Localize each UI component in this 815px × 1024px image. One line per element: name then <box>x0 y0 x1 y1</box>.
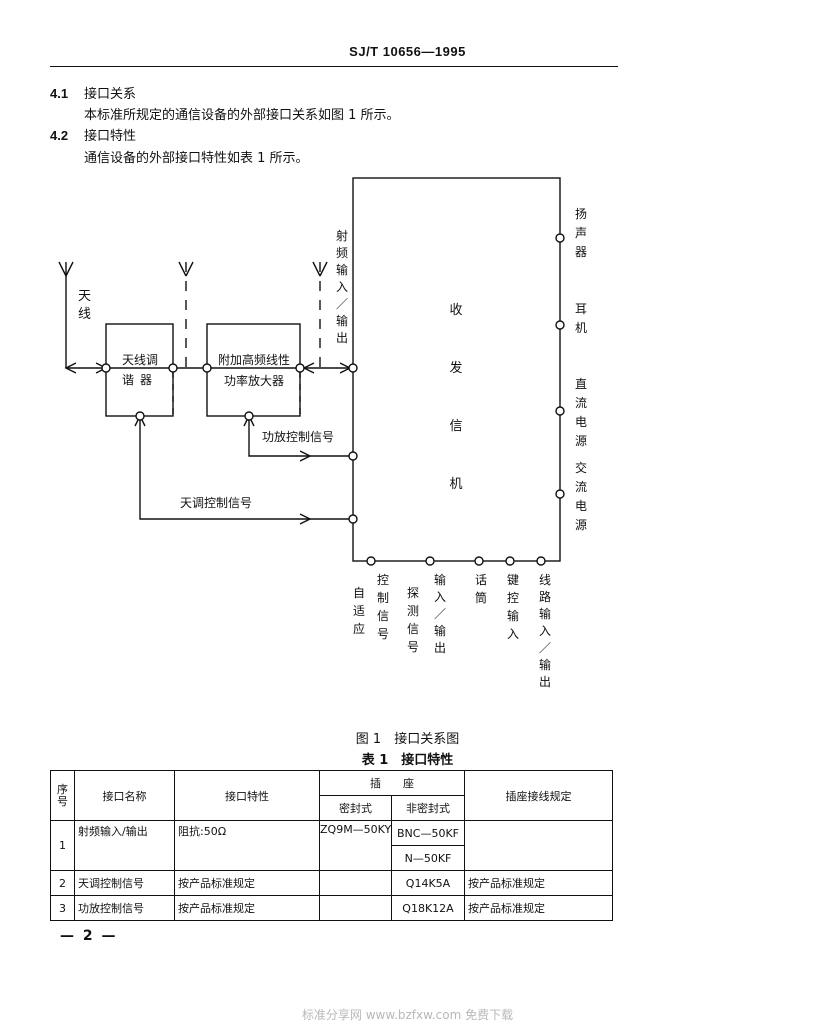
tuner-label-2: 谐器 <box>122 373 158 387</box>
port-circle <box>536 556 546 566</box>
cell-name: 功放控制信号 <box>74 895 175 921</box>
cell-characteristic: 按产品标准规定 <box>174 870 320 896</box>
interface-diagram: 收发信机 天线 天线调 谐器 附加高频线性 功率放大器 射频输入／输出 功放控制… <box>58 177 587 689</box>
amp-control-line <box>248 416 353 457</box>
cell-sealed <box>319 870 392 896</box>
cell-unsealed: BNC—50KF <box>391 820 465 846</box>
amp-label-2: 功率放大器 <box>224 373 284 388</box>
cell-wiring: 按产品标准规定 <box>464 895 613 921</box>
port-label-microphone: 话筒 <box>475 573 487 605</box>
tuner-label-1: 天线调 <box>122 353 158 367</box>
arrow-left-icon <box>64 362 77 374</box>
document-code: SJ/T 10656—1995 <box>349 44 466 59</box>
rf-io-label: 射频输入／输出 <box>336 228 348 345</box>
port-label-control-signal: 控制信号 <box>377 573 389 641</box>
port-circle <box>348 363 358 373</box>
table-row: 1 射频输入/输出 阻抗:50Ω ZQ9M—50KY BNC—50KF <box>50 820 613 871</box>
header-wiring: 插座接线规定 <box>464 770 613 821</box>
section-heading-4-1: 4.1 接口关系 <box>50 83 136 102</box>
port-label-adaptive: 自适应 <box>353 586 365 636</box>
port-circle <box>348 514 358 524</box>
antenna-1-icon <box>58 261 74 368</box>
tuner-control-label: 天调控制信号 <box>180 496 252 510</box>
section-text-4-1: 本标准所规定的通信设备的外部接口关系如图 1 所示。 <box>84 108 400 123</box>
header-rule <box>50 66 618 67</box>
antenna-label: 天线 <box>78 289 91 322</box>
arrow-right-icon <box>299 450 312 462</box>
cell-sealed <box>319 895 392 921</box>
cell-seq: 2 <box>50 870 75 896</box>
port-circle <box>425 556 435 566</box>
antenna-3-icon <box>312 261 328 368</box>
table-subheader-row: 密封式 非密封式 <box>51 795 613 821</box>
port-circle <box>168 363 178 373</box>
port-circle <box>348 451 358 461</box>
header-characteristic: 接口特性 <box>174 770 320 821</box>
section-number: 4.1 <box>50 86 69 101</box>
cell-name: 天调控制信号 <box>74 870 175 896</box>
port-label-line-io: 线路输入／输出 <box>539 573 551 689</box>
cell-wiring <box>464 820 613 871</box>
cell-unsealed: Q14K5A <box>391 870 465 896</box>
port-circle <box>555 489 565 499</box>
port-circle <box>505 556 515 566</box>
figure-caption: 图 1 接口关系图 <box>355 732 460 747</box>
header-sealed: 密封式 <box>319 795 392 821</box>
header-unsealed: 非密封式 <box>391 795 465 821</box>
header-seq: 序号 <box>50 770 75 821</box>
table-header-row: 序号 接口名称 接口特性 插 座 插座接线规定 <box>50 770 613 821</box>
port-circle <box>101 363 111 373</box>
port-label-ac-power: 交流电源 <box>575 460 587 532</box>
port-label-io: 输入／输出 <box>434 572 446 655</box>
amp-control-label: 功放控制信号 <box>262 429 334 444</box>
page-number: — 2 — <box>60 928 118 944</box>
table-caption: 表 1 接口特性 <box>361 753 454 768</box>
port-circle <box>555 320 565 330</box>
antenna-2-icon <box>178 261 194 368</box>
port-circle <box>295 363 305 373</box>
port-label-earphone: 耳机 <box>575 302 587 335</box>
cell-characteristic: 阻抗:50Ω <box>174 820 320 871</box>
port-label-detect-signal: 探测信号 <box>407 586 419 654</box>
amp-label-1: 附加高频线性 <box>218 352 290 367</box>
cell-sealed: ZQ9M—50KY <box>319 820 392 871</box>
port-label-key-input: 键控输入 <box>507 573 519 641</box>
section-heading-4-2: 4.2 接口特性 <box>50 125 136 144</box>
section-text-4-2: 通信设备的外部接口特性如表 1 所示。 <box>84 151 309 166</box>
table-row: 3 功放控制信号 按产品标准规定 Q18K12A 按产品标准规定 <box>50 895 613 921</box>
cell-characteristic: 按产品标准规定 <box>174 895 320 921</box>
port-circle <box>555 233 565 243</box>
arrow-right-icon <box>299 513 312 525</box>
cell-wiring: 按产品标准规定 <box>464 870 613 896</box>
port-label-dc-power: 直流电源 <box>575 377 587 448</box>
table-row: 2 天调控制信号 按产品标准规定 Q14K5A 按产品标准规定 <box>50 870 613 896</box>
cell-seq: 1 <box>50 820 75 871</box>
cell-seq: 3 <box>50 895 75 921</box>
header-socket: 插 座 <box>319 770 465 796</box>
transceiver-label: 收发信机 <box>449 303 462 492</box>
watermark: 标准分享网 www.bzfxw.com 免费下载 <box>301 1008 514 1022</box>
port-label-speaker: 扬声器 <box>575 206 587 259</box>
section-title: 接口特性 <box>84 129 137 144</box>
header-name: 接口名称 <box>74 770 175 821</box>
antenna-tuner-box <box>105 323 174 417</box>
port-circle <box>474 556 484 566</box>
linear-amplifier-box <box>206 323 301 417</box>
cell-unsealed: N—50KF <box>391 845 465 871</box>
port-circles <box>101 233 565 566</box>
cell-unsealed: Q18K12A <box>391 895 465 921</box>
port-circle <box>366 556 376 566</box>
cell-name: 射频输入/输出 <box>74 820 175 871</box>
port-circle <box>135 411 145 421</box>
tuner-control-line <box>139 416 353 520</box>
interface-characteristics-table: 序号 接口名称 接口特性 插 座 插座接线规定 密封式 非密封式 1 射频输入/… <box>50 770 613 921</box>
port-circle <box>555 406 565 416</box>
section-title: 接口关系 <box>84 87 137 102</box>
section-number: 4.2 <box>50 128 69 143</box>
port-circle <box>202 363 212 373</box>
port-circle <box>244 411 254 421</box>
